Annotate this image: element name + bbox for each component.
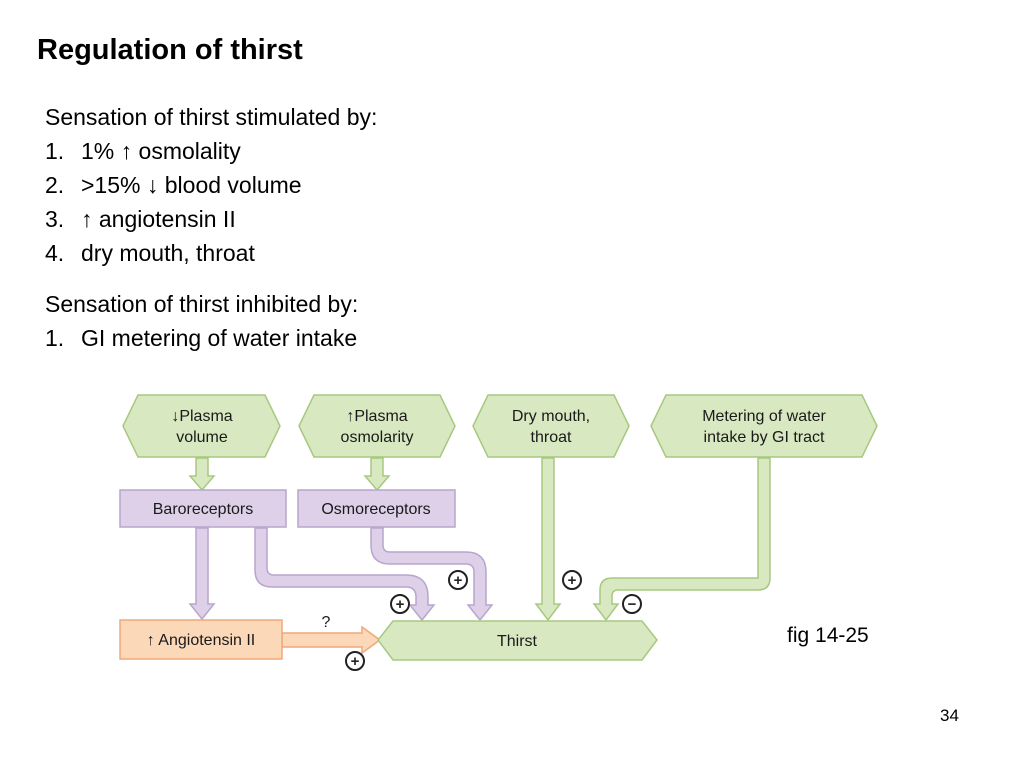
- item-text: blood volume: [158, 172, 302, 198]
- osmoreceptors-label: Osmoreceptors: [321, 501, 430, 518]
- slide-title: Regulation of thirst: [37, 34, 303, 66]
- stimulus-metering: Metering of water intake by GI tract: [650, 394, 878, 458]
- arrow-osmoreceptors-to-thirst: [370, 527, 494, 622]
- minus-sign-icon: −: [622, 594, 642, 614]
- plus-sign-icon: +: [345, 651, 365, 671]
- arrow-plasma-volume-to-baroreceptors: [188, 457, 216, 492]
- list-number: 2.: [45, 172, 65, 198]
- item-prefix: 1%: [81, 138, 121, 164]
- up-arrow-icon: ↑: [120, 138, 133, 164]
- dry-mouth-line-2: throat: [531, 429, 572, 446]
- angiotensin-label: ↑ Angiotensin II: [147, 632, 256, 649]
- question-mark: ?: [322, 614, 331, 631]
- plus-sign-icon: +: [390, 594, 410, 614]
- plus-sign-icon: +: [448, 570, 468, 590]
- dry-mouth-line-1: Dry mouth,: [512, 408, 590, 425]
- plus-sign-symbol: +: [351, 653, 360, 670]
- stimulated-heading: Sensation of thirst stimulated by:: [45, 104, 378, 130]
- stimulated-item-1: 1. 1% ↑ osmolality: [45, 134, 377, 168]
- item-text: osmolality: [132, 138, 241, 164]
- arrow-metering-to-thirst: [592, 457, 771, 622]
- plus-sign-symbol: +: [396, 596, 405, 613]
- baroreceptors-box: Baroreceptors: [119, 489, 287, 528]
- down-arrow-icon: ↓: [146, 172, 159, 198]
- arrow-baroreceptors-to-thirst: [254, 527, 436, 622]
- stimulated-item-3: 3. ↑ angiotensin II: [45, 202, 377, 236]
- inhibited-list: Sensation of thirst inhibited by: 1. GI m…: [45, 287, 358, 355]
- plasma-osmolarity-line-1: ↑Plasma: [346, 408, 407, 425]
- page-number: 34: [940, 706, 959, 725]
- arrow-angiotensin-to-thirst: [281, 625, 382, 655]
- minus-sign-symbol: −: [628, 596, 637, 613]
- plus-sign-icon: +: [562, 570, 582, 590]
- osmoreceptors-box: Osmoreceptors: [297, 489, 456, 528]
- plus-sign-symbol: +: [568, 572, 577, 589]
- baroreceptors-label: Baroreceptors: [153, 501, 254, 518]
- inhibited-item-1: 1. GI metering of water intake: [45, 321, 358, 355]
- stimulated-item-2: 2. >15% ↓ blood volume: [45, 168, 377, 202]
- list-number: 1.: [45, 138, 65, 164]
- angiotensin-box: ↑ Angiotensin II: [119, 619, 283, 660]
- up-arrow-icon: ↑: [81, 206, 93, 232]
- arrow-plasma-osmolarity-to-osmoreceptors: [363, 457, 391, 492]
- metering-line-1: Metering of water: [702, 408, 826, 425]
- metering-line-2: intake by GI tract: [704, 429, 825, 446]
- stimulus-dry-mouth: Dry mouth, throat: [472, 394, 630, 458]
- arrow-dry-mouth-to-thirst: [534, 457, 562, 622]
- item-text: dry mouth, throat: [81, 240, 255, 266]
- list-number: 3.: [45, 206, 65, 232]
- stimulus-plasma-osmolarity: ↑Plasma osmolarity: [298, 394, 456, 458]
- plasma-volume-line-2: volume: [176, 429, 228, 446]
- item-prefix: >15%: [81, 172, 147, 198]
- arrow-baroreceptors-to-angiotensin: [188, 527, 216, 621]
- plus-sign-symbol: +: [454, 572, 463, 589]
- stimulus-plasma-volume: ↓Plasma volume: [122, 394, 281, 458]
- stimulated-list: Sensation of thirst stimulated by: 1. 1% …: [45, 100, 377, 270]
- list-number: 4.: [45, 240, 65, 266]
- thirst-label: Thirst: [497, 633, 538, 650]
- inhibited-heading: Sensation of thirst inhibited by:: [45, 291, 359, 317]
- green-connectors: [188, 457, 771, 622]
- stimulated-item-4: 4. dry mouth, throat: [45, 236, 377, 270]
- item-text: angiotensin II: [92, 206, 236, 232]
- plasma-osmolarity-line-2: osmolarity: [341, 429, 414, 446]
- plasma-volume-line-1: ↓Plasma: [171, 408, 232, 425]
- thirst-box: Thirst: [377, 620, 658, 661]
- purple-connectors: [188, 527, 494, 622]
- list-number: 1.: [45, 325, 65, 351]
- item-text: GI metering of water intake: [81, 325, 358, 351]
- figure-label: fig 14-25: [787, 624, 869, 647]
